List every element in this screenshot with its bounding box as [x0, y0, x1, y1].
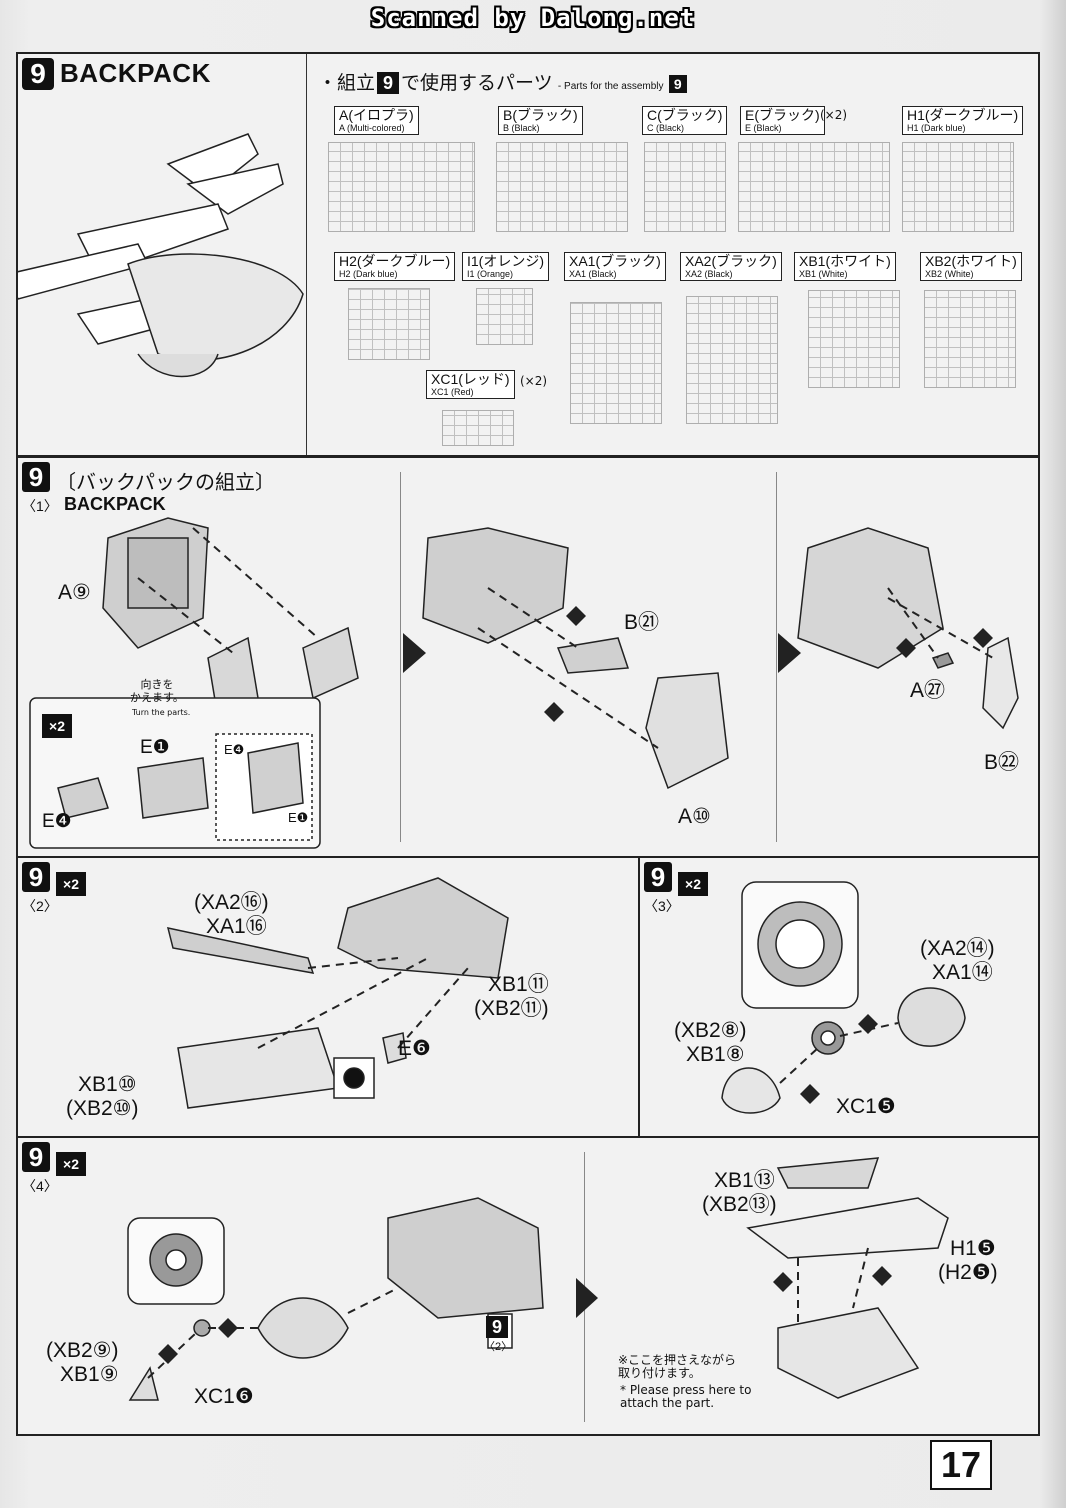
press-note-jp: ※ここを押さえながら 取り付けます。 [618, 1353, 737, 1380]
parts-heading-jp2: で使用するパーツ [401, 73, 553, 94]
step1-sub-title: BACKPACK [64, 494, 166, 514]
step2-sub-number: 〈2〉 [22, 898, 58, 914]
part-label: (XB2⑧) [674, 1019, 747, 1042]
runner-multiplier: (×2) [820, 108, 848, 122]
step1-illustrations [29, 517, 1019, 849]
step4-panel: 9 ×2 〈4〉 [16, 1136, 1040, 1436]
parts-heading-jp: ・組立 [318, 73, 376, 94]
runner-label: XB1(ホワイト)XB1 (White) [794, 252, 896, 282]
x2-badge: ×2 [678, 872, 708, 896]
runner-diagram [924, 290, 1016, 388]
step3-sub-number: 〈3〉 [644, 898, 680, 914]
parts-step-badge: 9 [377, 72, 400, 94]
runner-label: B(ブラック)B (Black) [498, 106, 583, 136]
runner-diagram [496, 142, 628, 232]
runner-diagram [348, 288, 430, 360]
runner-label: XC1(レッド)XC1 (Red) [426, 370, 515, 400]
runner-diagram [902, 142, 1014, 232]
runner-label: A(イロプラ)A (Multi-colored) [334, 106, 419, 136]
runner-diagram [686, 296, 778, 424]
part-label: H1❺ [950, 1237, 996, 1260]
part-label: (H2❺) [938, 1261, 998, 1284]
part-label: (XB2⑪) [474, 997, 549, 1020]
runner-label: XB2(ホワイト)XB2 (White) [920, 252, 1022, 282]
step3-panel: 9 ×2 〈3〉 (XA2⑭) XA1⑭ (XB2⑧) [638, 856, 1040, 1138]
part-label: E❶ [288, 810, 309, 825]
runner-diagram [808, 290, 900, 388]
part-label: XB1⑨ [60, 1363, 119, 1386]
press-note-en: * Please press here to attach the part. [620, 1383, 752, 1410]
part-label: XB1⑬ [714, 1169, 775, 1192]
runner-diagram [328, 142, 475, 232]
step2-panel: 9 ×2 〈2〉 (XA2⑯) XA1⑯ XB1⑪ (XB2⑪) E❻ XB1⑩… [16, 856, 640, 1138]
part-label: XC1❺ [836, 1095, 896, 1118]
step1-sub-number: 〈1〉 [22, 498, 58, 514]
part-label: XA1⑭ [932, 961, 993, 984]
runner-label: E(ブラック)E (Black) [740, 106, 825, 136]
runner-diagram [738, 142, 890, 232]
runner-label: I1(オレンジ)I1 (Orange) [462, 252, 549, 282]
runner-label: XA1(ブラック)XA1 (Black) [564, 252, 666, 282]
part-label: XB1⑪ [488, 973, 549, 996]
runner-diagram [644, 142, 726, 232]
step-badge: 9 [22, 58, 54, 90]
part-label: XA1⑯ [206, 915, 267, 938]
runner-diagram [570, 302, 662, 424]
part-label: (XB2⑩) [66, 1097, 139, 1120]
parts-step-badge-small: 9 [668, 75, 687, 93]
step2-badge: 9 [22, 862, 50, 892]
runner-label: C(ブラック)C (Black) [642, 106, 728, 136]
step3-illustration [721, 881, 966, 1114]
part-label: (XB2⑨) [46, 1339, 119, 1362]
ref-sub: 〈2〉 [484, 1341, 513, 1353]
step1-divider [400, 472, 401, 842]
part-label: E❻ [398, 1037, 431, 1060]
part-label: A⑨ [58, 581, 91, 604]
part-label: XB1⑧ [686, 1043, 745, 1066]
x2-badge: ×2 [56, 872, 86, 896]
step3-badge: 9 [644, 862, 672, 892]
runner-label: H1(ダークブルー)H1 (Dark blue) [902, 106, 1024, 136]
runner-label: H2(ダークブルー)H2 (Dark blue) [334, 252, 456, 282]
turn-note-en: Turn the parts. [132, 708, 191, 717]
step1-panel: 9 〔バックパックの組立〕 〈1〉 BACKPACK [16, 456, 1040, 858]
part-label: B㉑ [624, 611, 660, 634]
header-divider [306, 54, 307, 455]
step1-divider [776, 472, 777, 842]
step4-sub-number: 〈4〉 [22, 1178, 58, 1194]
step4-badge: 9 [22, 1142, 50, 1172]
step1-badge: 9 [22, 462, 50, 492]
part-label: (XA2⑭) [920, 937, 995, 960]
runner-label: XA2(ブラック)XA2 (Black) [680, 252, 782, 282]
runner-diagram [476, 288, 533, 345]
turn-note-jp: 向きを かえます。 [130, 678, 184, 704]
part-label: (XB2⑬) [702, 1193, 777, 1216]
page-number: 17 [930, 1440, 992, 1490]
part-label: B㉒ [984, 751, 1020, 774]
backpack-illustration [18, 133, 304, 378]
part-label: XB1⑩ [78, 1073, 137, 1096]
runner-multiplier: (×2) [520, 374, 548, 388]
step4-illustrations [127, 1157, 949, 1401]
step2-illustration [166, 877, 509, 1109]
ref-badge: 9 [486, 1316, 508, 1338]
watermark: Scanned by Dalong.net [370, 4, 696, 32]
part-label: (XA2⑯) [194, 891, 269, 914]
part-label: E❹ [224, 742, 245, 757]
parts-heading-en: - Parts for the assembly [557, 81, 664, 92]
x2-badge: ×2 [42, 714, 72, 738]
part-label: XC1❻ [194, 1385, 254, 1408]
part-label: E❶ [140, 737, 170, 758]
page-title: BACKPACK [60, 58, 211, 88]
part-label: E❹ [42, 811, 72, 832]
part-label: A⑩ [678, 805, 711, 828]
x2-badge: ×2 [56, 1152, 86, 1176]
part-label: A㉗ [910, 679, 946, 702]
runner-diagram [442, 410, 514, 446]
step1-title-jp: 〔バックパックの組立〕 [56, 472, 275, 494]
